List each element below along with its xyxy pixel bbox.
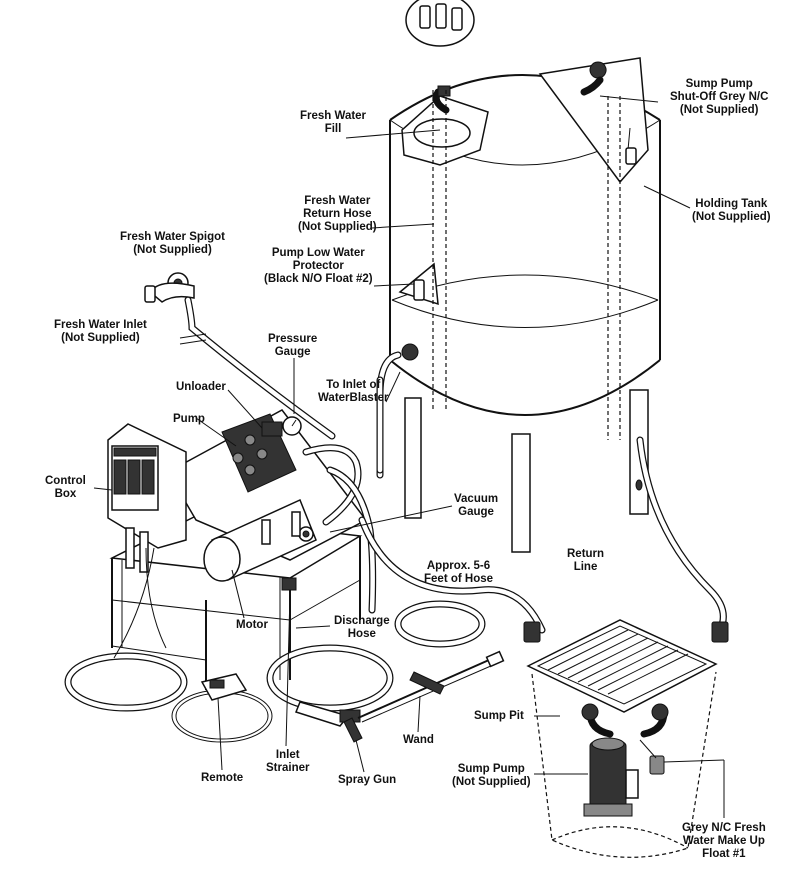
waterblaster-unit bbox=[107, 409, 368, 690]
label-fresh-water-inlet: Fresh Water Inlet(Not Supplied) bbox=[54, 319, 147, 344]
label-sump-pump: Sump Pump(Not Supplied) bbox=[452, 763, 531, 788]
sump-grate-icon bbox=[526, 619, 718, 713]
grey-float-icon bbox=[639, 739, 665, 775]
wand-icon bbox=[357, 650, 505, 723]
label-fresh-water-spigot: Fresh Water Spigot(Not Supplied) bbox=[120, 231, 225, 256]
unloader-icon bbox=[261, 421, 283, 437]
return-line-hose bbox=[636, 436, 727, 634]
spray-gun-icon bbox=[295, 701, 363, 743]
label-holding-tank: Holding Tank(Not Supplied) bbox=[692, 198, 771, 223]
holding-tank bbox=[376, 0, 661, 553]
label-spray-gun: Spray Gun bbox=[338, 774, 397, 786]
label-motor: Motor bbox=[236, 619, 268, 631]
pump-low-water-float-icon bbox=[398, 262, 439, 306]
sump-shutoff-float-icon bbox=[580, 61, 637, 165]
fresh-water-spigot bbox=[144, 272, 195, 303]
coiled-hoses bbox=[64, 600, 486, 743]
fresh-fill-valve-icon bbox=[432, 85, 451, 114]
label-wand: Wand bbox=[403, 734, 434, 746]
control-box-icon bbox=[107, 423, 187, 573]
tank-lid bbox=[405, 0, 475, 47]
sump-pit bbox=[526, 619, 718, 858]
inlet-strainer-icon bbox=[281, 577, 297, 591]
leader-lines bbox=[93, 95, 725, 818]
remote-icon bbox=[200, 673, 248, 701]
vacuum-gauge-icon bbox=[298, 526, 314, 542]
label-unloader: Unloader bbox=[176, 381, 226, 393]
label-remote: Remote bbox=[201, 772, 244, 784]
label-sump-pit: Sump Pit bbox=[474, 710, 524, 722]
label-pump: Pump bbox=[173, 413, 205, 425]
pressure-gauge-icon bbox=[282, 416, 302, 436]
fresh-water-inlet-hose bbox=[184, 296, 336, 440]
sump-pump-icon bbox=[583, 737, 639, 817]
